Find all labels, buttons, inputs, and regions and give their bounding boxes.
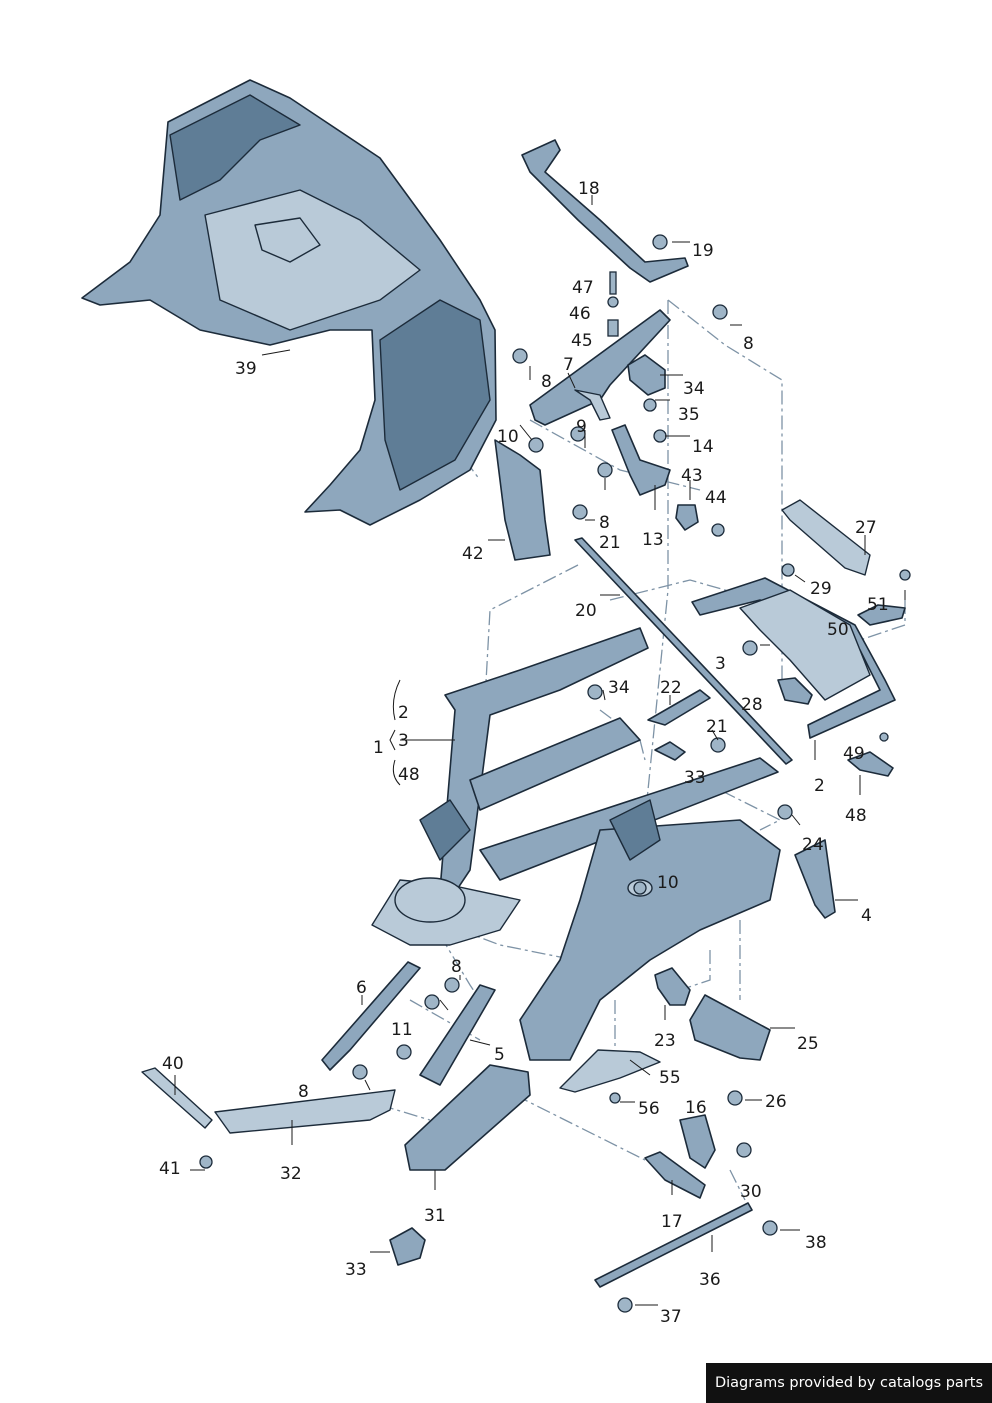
callout-47: 47: [572, 278, 594, 298]
callout-13: 13: [642, 530, 664, 550]
callout-7: 7: [563, 355, 574, 375]
part-36-rod: [594, 1202, 753, 1288]
callout-43: 43: [681, 466, 703, 486]
callout-55: 55: [659, 1068, 681, 1088]
callout-33: 33: [345, 1260, 367, 1280]
callout-32: 32: [280, 1164, 302, 1184]
part-51-bracket: [857, 604, 906, 626]
callout-8: 8: [298, 1082, 309, 1102]
callout-34: 34: [608, 678, 630, 698]
part-13-bracket: [611, 424, 671, 510]
callout-34: 34: [683, 379, 705, 399]
part-32-bar: [214, 1089, 396, 1145]
callout-2: 2: [814, 776, 825, 796]
callout-39: 39: [235, 359, 257, 379]
part-1-subframe: [371, 627, 781, 1061]
callout-31: 31: [424, 1206, 446, 1226]
callout-9: 9: [576, 417, 587, 437]
callout-16: 16: [685, 1098, 707, 1118]
callout-8: 8: [599, 513, 610, 533]
part-43-bracket: [675, 480, 699, 531]
callout-29: 29: [810, 579, 832, 599]
part-34-clip: [627, 354, 683, 396]
callout-14: 14: [692, 437, 714, 457]
callout-27: 27: [855, 518, 877, 538]
callout-21: 21: [599, 533, 621, 553]
part-42-bracket: [488, 439, 551, 561]
callout-23: 23: [654, 1031, 676, 1051]
part-5-rail: [419, 984, 496, 1086]
callout-25: 25: [797, 1034, 819, 1054]
part-4-bracket: [794, 839, 858, 919]
assembly-lines: [379, 299, 906, 1201]
callout-45: 45: [571, 331, 593, 351]
part-55-plate: [559, 1049, 661, 1093]
callout-28: 28: [741, 695, 763, 715]
part-22-bracket: [647, 689, 711, 726]
callout-49: 49: [843, 744, 865, 764]
callout-56: 56: [638, 1099, 660, 1119]
callout-3: 3: [715, 654, 726, 674]
callout-11: 11: [391, 1020, 413, 1040]
callout-8: 8: [743, 334, 754, 354]
callout-24: 24: [802, 835, 824, 855]
part-28-bracket: [777, 677, 813, 705]
attribution-banner: Diagrams provided by catalogs parts: [706, 1363, 992, 1403]
part-23-block: [654, 967, 691, 1020]
callout-41: 41: [159, 1159, 181, 1179]
callout-8: 8: [451, 957, 462, 977]
part-40-bar: [141, 1067, 213, 1129]
callout-30: 30: [740, 1182, 762, 1202]
part-27-crossbrace: [781, 499, 871, 576]
callout-48: 48: [845, 806, 867, 826]
callout-18: 18: [578, 179, 600, 199]
callout-51: 51: [867, 595, 889, 615]
part-6-rail: [321, 961, 421, 1071]
callout-17: 17: [661, 1212, 683, 1232]
callout-3: 3: [398, 731, 409, 751]
part-31-beam: [404, 1064, 531, 1190]
callout-labels: 1 2 3 48 2 3 4 5 6 7 8 8 8 8 8 9 10 10 1…: [159, 179, 889, 1327]
part-7-bracket: [529, 309, 671, 426]
callout-2: 2: [398, 703, 409, 723]
part-50-tray: [691, 577, 896, 760]
part-33-block: [370, 1227, 426, 1266]
callout-21: 21: [706, 717, 728, 737]
callout-6: 6: [356, 978, 367, 998]
callout-44: 44: [705, 488, 727, 508]
callout-1: 1: [373, 738, 384, 758]
callout-26: 26: [765, 1092, 787, 1112]
callout-38: 38: [805, 1233, 827, 1253]
callout-19: 19: [692, 241, 714, 261]
callout-37: 37: [660, 1307, 682, 1327]
callout-46: 46: [569, 304, 591, 324]
callout-5: 5: [494, 1045, 505, 1065]
callout-8: 8: [541, 372, 552, 392]
callout-36: 36: [699, 1270, 721, 1290]
callout-42: 42: [462, 544, 484, 564]
callout-20: 20: [575, 601, 597, 621]
callout-22: 22: [660, 678, 682, 698]
callout-40: 40: [162, 1054, 184, 1074]
callout-4: 4: [861, 906, 872, 926]
part-25-bracket: [689, 994, 795, 1061]
callout-35: 35: [678, 405, 700, 425]
callout-48: 48: [398, 765, 420, 785]
part-48-bracket: [847, 751, 894, 795]
part-20-rod: [574, 537, 793, 765]
part-16-bracket: [679, 1114, 716, 1169]
part-17-bracket: [644, 1151, 706, 1199]
part-39-rear-panel: [81, 79, 497, 526]
callout-10: 10: [497, 427, 519, 447]
callout-33: 33: [684, 768, 706, 788]
callout-10: 10: [657, 873, 679, 893]
callout-leaders: [190, 241, 906, 1306]
fasteners: [199, 234, 911, 1313]
part-18-strut: [521, 139, 689, 283]
part-33-clip: [654, 741, 686, 761]
callout-50: 50: [827, 620, 849, 640]
